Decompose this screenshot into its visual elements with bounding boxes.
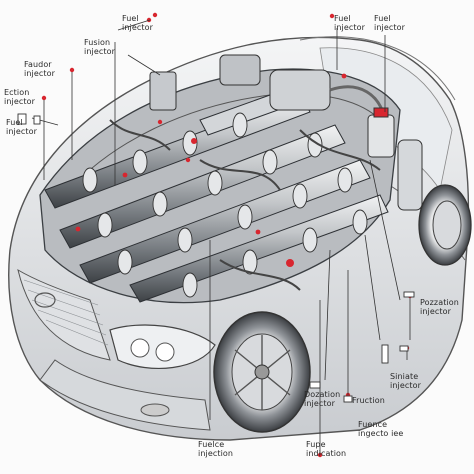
coolant-reservoir [367,107,423,211]
label-fuel-injector-right-1: Fuel injector [334,14,365,32]
label-faudor-injector: Faudor injector [24,60,55,78]
front-wheel [213,311,311,433]
label-pozzation-injector: Pozzation injector [420,298,459,316]
label-fuel-injector-top: Fuel injector [122,14,153,32]
rear-wheel [418,184,472,266]
label-fuence-injectator: Fuence ingecto iee [358,420,404,438]
label-fuelce-injection: Fuelce injection [198,440,234,458]
leader-lines [31,19,411,455]
label-siniate-injector: Siniate injector [390,372,421,390]
label-fuel-injector-left: Fuel injector [6,118,37,136]
label-ection-injector: Ection injector [4,88,35,106]
label-fupe-indication: Fupe indication [306,440,347,458]
label-fusion-injector: Fusion injector [84,38,115,56]
rail-segments [82,112,368,298]
connector-symbols [17,113,415,403]
label-fuel-injector-right-2: Fuel injector [374,14,405,32]
hoses [109,119,381,291]
label-fruction: Fruction [352,396,385,405]
label-dozation-injector: Dozation injector [304,390,341,408]
